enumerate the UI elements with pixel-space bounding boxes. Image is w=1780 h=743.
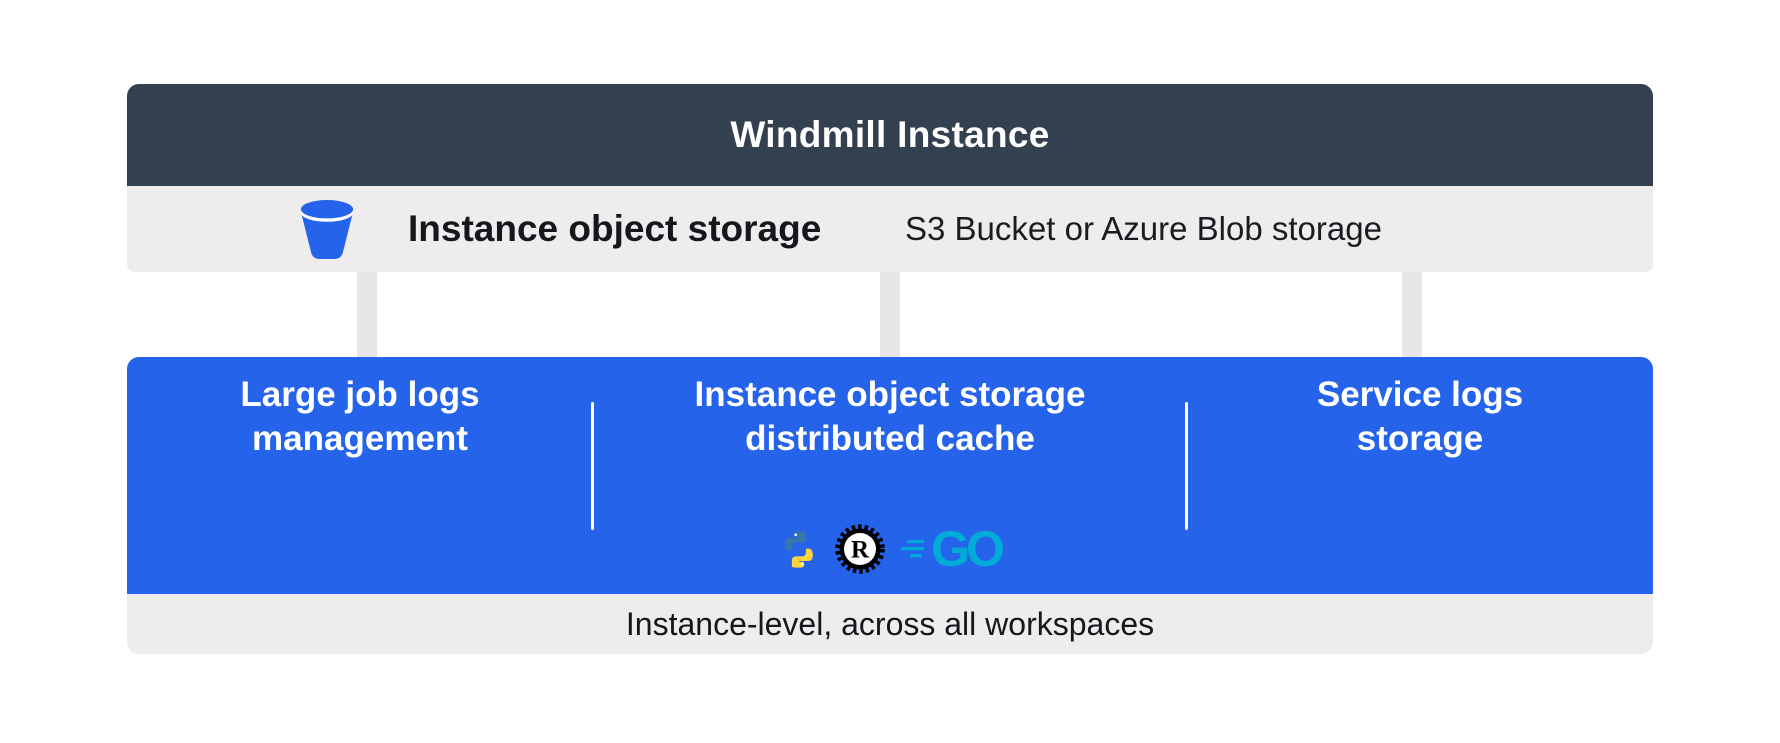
rust-letter: R (851, 537, 870, 564)
section-label-line: Instance object storage (694, 375, 1086, 414)
section-distributed-cache: Instance object storage distributed cach… (593, 357, 1187, 594)
footer-caption: Instance-level, across all workspaces (625, 605, 1155, 642)
go-logo-text: GO (931, 521, 1005, 577)
go-speed-lines-icon (901, 540, 925, 558)
python-icon (785, 530, 813, 568)
page-title: Windmill Instance (730, 114, 1050, 155)
section-divider (591, 402, 594, 530)
section-label-line: management (252, 419, 468, 458)
section-service-logs: Service logs storage (1187, 357, 1653, 594)
storage-row-sublabel: S3 Bucket or Azure Blob storage (905, 210, 1382, 247)
section-label-line: Service logs (1316, 375, 1524, 414)
section-label-line: Large job logs (240, 375, 480, 414)
go-icon: GO (901, 521, 1005, 577)
instance-object-storage-row: Instance object storage S3 Bucket or Azu… (127, 186, 1653, 272)
windmill-instance-header: Windmill Instance (127, 84, 1653, 186)
features-panel: Large job logs management Instance objec… (127, 357, 1653, 594)
bucket-icon (300, 200, 354, 259)
section-divider (1185, 402, 1188, 530)
storage-row-label: Instance object storage (408, 208, 822, 249)
section-label-line: storage (1356, 419, 1484, 458)
rust-icon: R (835, 524, 885, 574)
section-large-job-logs: Large job logs management (127, 357, 593, 594)
language-icons-row: R GO (593, 523, 1187, 575)
scope-footer: Instance-level, across all workspaces (127, 594, 1653, 654)
section-label: Instance object storage distributed cach… (593, 373, 1187, 461)
section-label: Large job logs management (127, 373, 593, 461)
section-label-line: distributed cache (745, 419, 1035, 458)
section-label: Service logs storage (1187, 373, 1653, 461)
arrow-shaft (1402, 272, 1422, 358)
arrow-shaft (880, 272, 900, 358)
arrow-shaft (357, 272, 377, 358)
